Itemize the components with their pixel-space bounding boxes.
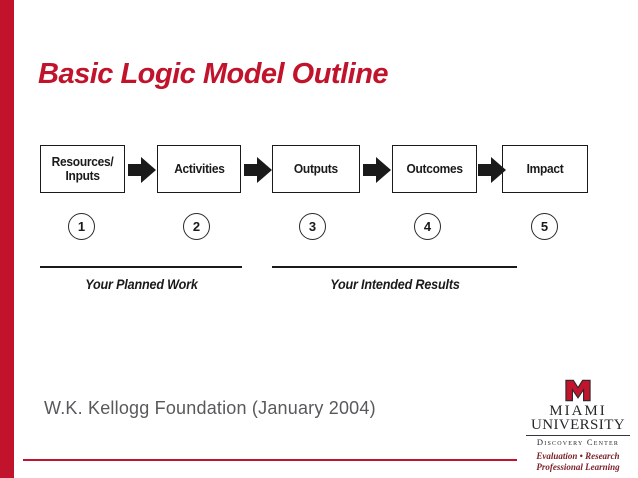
step-circle-1: 1 <box>68 213 95 240</box>
right-arrow-icon <box>478 157 506 183</box>
logo-institution-line1: MIAMI <box>549 403 607 419</box>
logo-divider <box>526 435 630 436</box>
flow-box-impact: Impact <box>502 145 588 193</box>
miami-m-icon <box>520 379 636 402</box>
flow-box-label: Activities <box>173 161 225 176</box>
step-circle-5: 5 <box>531 213 558 240</box>
miami-university-logo: MIAMI UNIVERSITY Discovery Center Evalua… <box>520 379 636 472</box>
bottom-accent-line <box>23 459 517 461</box>
flow-box-resources-inputs: Resources/ Inputs <box>40 145 125 193</box>
flow-box-label: Outcomes <box>406 161 463 176</box>
right-arrow-icon <box>244 157 272 183</box>
page-title: Basic Logic Model Outline <box>38 58 389 90</box>
flow-box-activities: Activities <box>157 145 241 193</box>
left-accent-bar <box>0 0 14 478</box>
flow-box-outcomes: Outcomes <box>392 145 477 193</box>
flow-box-label: Inputs <box>65 168 100 183</box>
intended-results-line <box>272 266 517 268</box>
right-arrow-icon <box>363 157 391 183</box>
planned-work-line <box>40 266 242 268</box>
logo-tagline-line1: Evaluation • Research <box>536 451 620 461</box>
logo-tagline-line2: Professional Learning <box>536 462 620 472</box>
step-circle-4: 4 <box>414 213 441 240</box>
step-circle-3: 3 <box>299 213 326 240</box>
flow-box-label: Impact <box>526 161 564 176</box>
intended-results-label: Your Intended Results <box>329 276 460 292</box>
logo-center-name: Discovery Center <box>536 437 620 447</box>
logo-institution-line2: UNIVERSITY <box>531 417 625 433</box>
step-circle-2: 2 <box>183 213 210 240</box>
flow-box-label: Resources/ <box>51 154 114 169</box>
source-citation: W.K. Kellogg Foundation (January 2004) <box>44 398 376 418</box>
flow-box-outputs: Outputs <box>272 145 360 193</box>
flow-box-label: Outputs <box>294 161 338 176</box>
right-arrow-icon <box>128 157 156 183</box>
planned-work-label: Your Planned Work <box>84 276 198 292</box>
